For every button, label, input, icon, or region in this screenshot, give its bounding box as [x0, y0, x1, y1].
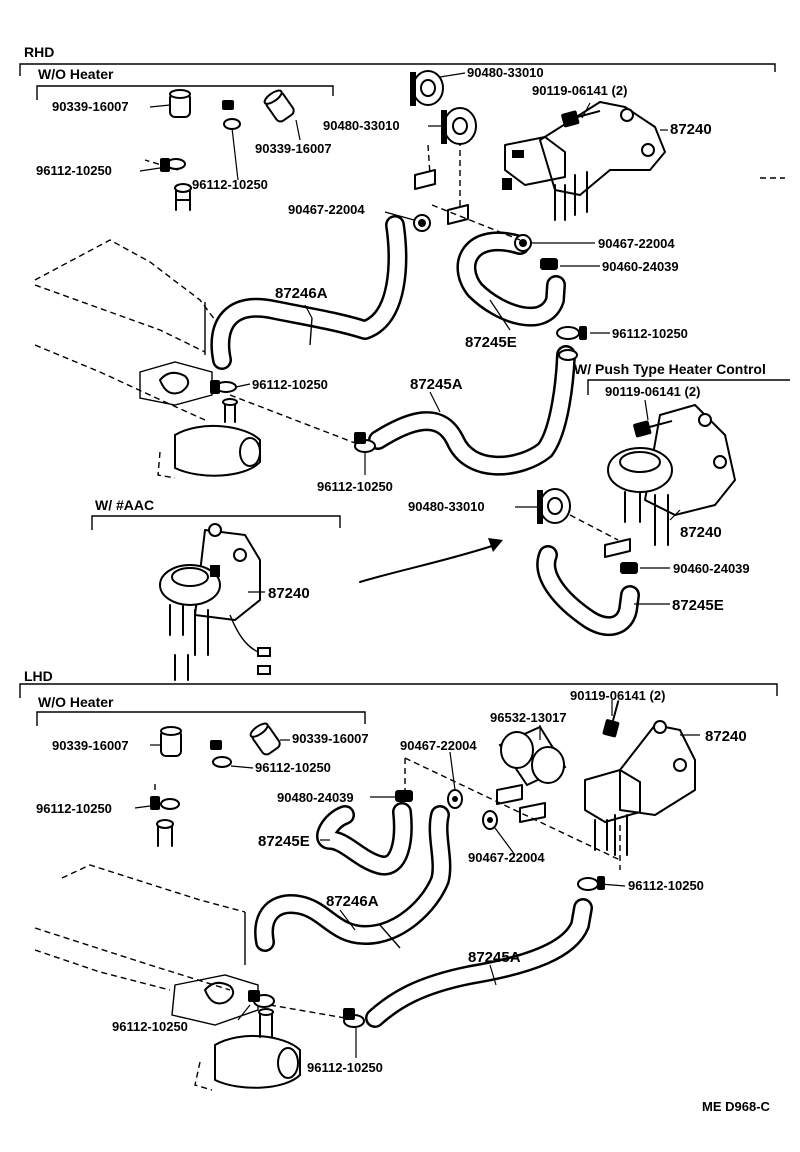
label-87245E: 87245E: [672, 597, 724, 614]
label-96112-10250: 96112-10250: [252, 377, 328, 392]
label-96112-10250: 96112-10250: [36, 801, 112, 816]
label-87246A: 87246A: [275, 285, 328, 302]
label-96112-10250: 96112-10250: [612, 326, 688, 341]
label-90467-22004: 90467-22004: [400, 738, 477, 753]
engine-block-rhd: [34, 239, 216, 421]
section-title-lhd: LHD: [24, 668, 53, 684]
label-90480-24039: 90480-24039: [277, 790, 354, 805]
label-90480-33010: 90480-33010: [323, 118, 400, 133]
connection-lines-rhd: [229, 140, 521, 444]
clips-rhd: [210, 214, 587, 453]
section-title-aac: W/ #AAC: [95, 497, 154, 513]
engine-block-lhd: [34, 864, 259, 1026]
label-87240: 87240: [268, 585, 310, 602]
label-96112-10250: 96112-10250: [112, 1019, 188, 1034]
label-96112-10250: 96112-10250: [36, 163, 112, 178]
air-pump-lhd: [194, 1008, 301, 1091]
hose-87245A-rhd: [368, 345, 576, 476]
grommet-96532-lhd: [496, 725, 567, 823]
hose-87246A-rhd: [210, 215, 408, 370]
clips-lhd: [248, 789, 605, 1028]
hose-87245E-rhd: [456, 231, 566, 327]
label-90467-22004: 90467-22004: [288, 202, 365, 217]
label-87240: 87240: [670, 121, 712, 138]
grommets-rhd: [410, 70, 477, 225]
label-87245E: 87245E: [465, 334, 517, 351]
label-96112-10250: 96112-10250: [307, 1060, 383, 1075]
label-87240: 87240: [680, 524, 722, 541]
wo-heater-parts-rhd: [144, 89, 295, 211]
hose-87245A-lhd: [365, 898, 593, 1028]
vsv-valve-rhd: [502, 101, 785, 221]
label-87245A: 87245A: [468, 949, 521, 966]
label-87240: 87240: [705, 728, 747, 745]
section-title-wo-heater: W/O Heater: [38, 66, 114, 82]
vsv-valve-lhd: [584, 700, 696, 856]
label-90467-22004: 90467-22004: [468, 850, 545, 865]
vsv-valve-push-heater: [536, 404, 736, 637]
label-96112-10250: 96112-10250: [192, 177, 268, 192]
label-90460-24039: 90460-24039: [673, 561, 750, 576]
label-90119-06141: 90119-06141 (2): [532, 83, 627, 98]
label-87245A: 87245A: [410, 376, 463, 393]
section-title-rhd: RHD: [24, 44, 54, 60]
label-90480-33010: 90480-33010: [408, 499, 485, 514]
label-90339-16007: 90339-16007: [255, 141, 332, 156]
label-90119-06141: 90119-06141 (2): [605, 384, 700, 399]
leader-lines: [134, 72, 700, 1058]
air-pump-rhd: [157, 398, 261, 479]
drawing-code: ME D968-C: [702, 1099, 771, 1114]
label-96112-10250: 96112-10250: [317, 479, 393, 494]
cap-icon: [263, 89, 295, 123]
label-90460-24039: 90460-24039: [602, 259, 679, 274]
label-90467-22004: 90467-22004: [598, 236, 675, 251]
label-90339-16007: 90339-16007: [292, 731, 369, 746]
aac-valve: [159, 523, 503, 681]
label-90339-16007: 90339-16007: [52, 99, 129, 114]
section-brackets: [19, 63, 790, 726]
label-87245E: 87245E: [258, 833, 310, 850]
label-96112-10250: 96112-10250: [255, 760, 331, 775]
label-87246A: 87246A: [326, 893, 379, 910]
label-96532-13017: 96532-13017: [490, 710, 567, 725]
label-90119-06141: 90119-06141 (2): [570, 688, 665, 703]
hose-clip-icon: [223, 118, 241, 130]
label-96112-10250: 96112-10250: [628, 878, 704, 893]
wo-heater-parts-lhd: [150, 722, 281, 847]
section-title-wo-heater-lhd: W/O Heater: [38, 694, 114, 710]
section-title-push-heater: W/ Push Type Heater Control: [574, 361, 766, 377]
hose-87246A-lhd: [254, 805, 452, 952]
label-90480-33010: 90480-33010: [467, 65, 544, 80]
connection-lines-lhd: [269, 757, 621, 1019]
label-90339-16007: 90339-16007: [52, 738, 129, 753]
hose-87245E-lhd: [316, 802, 413, 876]
